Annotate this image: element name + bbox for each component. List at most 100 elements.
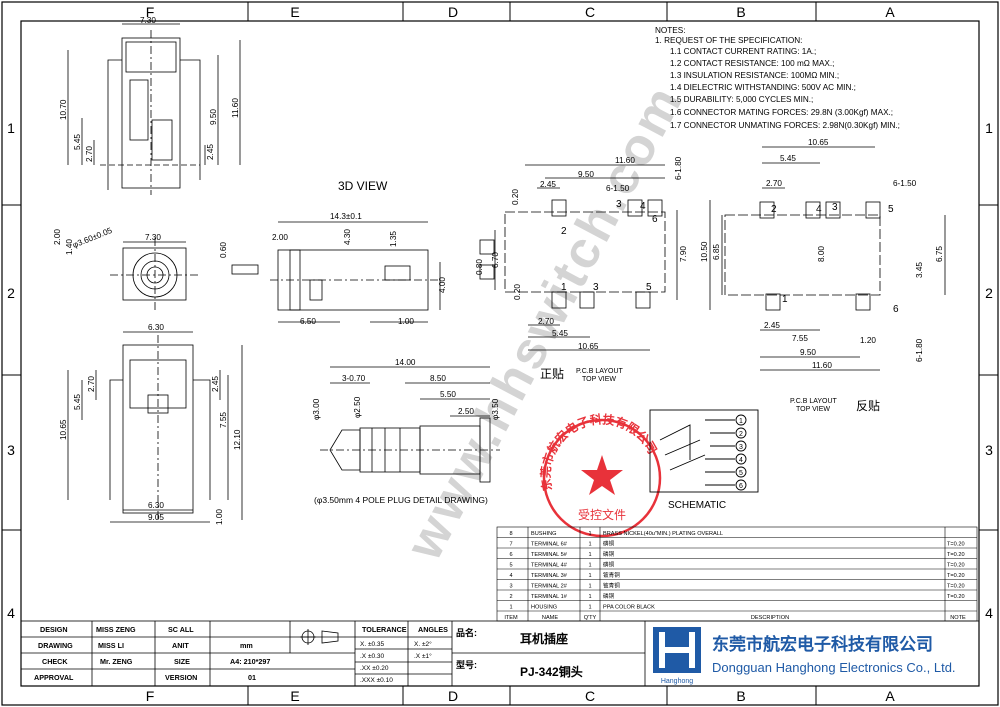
pcb-front-drawing	[479, 164, 678, 351]
tb-tol-row-3: .XXX ±0.10	[360, 677, 393, 684]
pcb-back-en1: P.C.B LAYOUT	[790, 398, 838, 405]
dim-pf-6150: 6-1.50	[606, 184, 630, 193]
bom-cell-desc: 磷铜	[603, 561, 615, 569]
bom-cell-note: T=0.20	[947, 594, 965, 600]
plug-drawing	[320, 366, 500, 483]
dim-pf-080: 0.80	[475, 259, 484, 275]
dim-pb-1050: 10.50	[700, 241, 709, 262]
col-label-d: D	[448, 4, 458, 20]
bom-header-0: ITEM	[504, 615, 518, 621]
tb-drawing-key: DRAWING	[38, 641, 73, 650]
dim-pf-1160: 11.60	[615, 156, 635, 165]
note-line-3: 1.3 INSULATION RESISTANCE: 100MΩ MIN.;	[670, 71, 839, 80]
bom-cell-name: TERMINAL 5#	[531, 552, 568, 558]
dim-pb-270: 2.70	[766, 179, 782, 188]
pcb-front-en2: TOP VIEW	[582, 376, 616, 383]
bom-cell-desc: PPA COLOR BLACK	[603, 605, 655, 611]
dim-pf-270: 2.70	[538, 317, 554, 326]
dim-side-135: 1.35	[389, 231, 398, 247]
pcb-back-drawing	[709, 146, 946, 371]
dim-top-h5: 11.60	[231, 98, 240, 118]
tb-version-key: VERSION	[165, 673, 197, 682]
company-seal: 东莞市航宏电子科技有限公司 受控文件	[538, 411, 662, 538]
col-label-f: F	[146, 4, 155, 20]
dim-bot-755: 7.55	[219, 412, 228, 428]
dim-front-width: 7.30	[145, 233, 161, 242]
dim-pf-020b: 0.20	[513, 284, 522, 300]
dim-plug-850: 8.50	[430, 374, 446, 383]
dim-pb-800: 8.00	[817, 246, 826, 262]
bom-cell-item: 8	[509, 531, 512, 537]
dim-pb-755: 7.55	[792, 334, 808, 343]
row-label-4: 4	[7, 605, 15, 621]
label-3d-view: 3D VIEW	[338, 179, 388, 193]
note-line-1: 1.1 CONTACT CURRENT RATING: 1A.;	[670, 47, 816, 56]
tb-ang-row-0: X. ±2°	[414, 640, 432, 648]
dim-top-width: 7.30	[140, 16, 156, 25]
tb-name-key: 品名:	[456, 627, 477, 638]
tb-check-value: Mr. ZENG	[100, 657, 133, 666]
note-line-7: 1.7 CONNECTOR UNMATING FORCES: 2.98N(0.3…	[670, 121, 900, 130]
pin-front-label-4: 4	[640, 201, 646, 212]
note-line-2: 1.2 CONTACT RESISTANCE: 100 mΩ MAX.;	[670, 59, 834, 68]
pin-front-label-1: 1	[561, 282, 567, 293]
dim-bot-905: 9.05	[148, 513, 164, 522]
logo-text: Hanghong	[661, 678, 693, 685]
dim-pb-120: 1.20	[860, 336, 876, 345]
tb-unit-key: ANIT	[172, 641, 189, 650]
top-view-drawing	[67, 23, 241, 195]
dim-bot-1210: 12.10	[233, 429, 242, 450]
bom-cell-note: T=0.20	[947, 552, 965, 558]
notes-block: NOTES: 1. REQUEST OF THE SPECIFICATION: …	[655, 26, 900, 130]
dim-plug-d350: φ3.50	[491, 398, 500, 420]
tb-scale-key: SC ALL	[168, 625, 194, 634]
bom-cell-item: 3	[509, 584, 512, 590]
bom-cell-name: BUSHING	[531, 531, 557, 537]
note-line-5: 1.5 DURABILITY: 5,000 CYCLES MIN.;	[670, 95, 813, 104]
pin-back-label-6: 6	[893, 304, 899, 315]
pin-back-label-4: 4	[816, 204, 822, 215]
dim-plug-d250: φ2.50	[353, 396, 362, 418]
bom-cell-note: T=0.20	[947, 584, 965, 590]
dim-front-2: 2.00	[53, 229, 62, 245]
bom-cell-qty: 1	[588, 531, 591, 537]
bom-cell-desc: 铍青铜	[603, 571, 620, 579]
dim-side-len: 14.3±0.1	[330, 212, 362, 221]
bom-cell-note: T=0.20	[947, 542, 965, 548]
schematic-label: SCHEMATIC	[668, 500, 726, 511]
pin-back-label-2: 2	[771, 204, 777, 215]
bom-cell-name: TERMINAL 6#	[531, 542, 568, 548]
col-label-e: E	[290, 4, 299, 20]
schematic-drawing	[649, 409, 759, 493]
dim-pf-6180: 6-1.80	[674, 156, 683, 180]
pin-back-label-1: 1	[782, 294, 788, 305]
tb-part-value: PJ-342铜头	[520, 664, 583, 679]
dim-top-h6: 2.45	[206, 144, 215, 160]
tb-tol-row-2: .XX ±0.20	[360, 665, 389, 672]
bom-cell-item: 1	[509, 605, 512, 611]
schematic-pin-3: 3	[739, 444, 743, 451]
bom-cell-name: TERMINAL 2#	[531, 584, 568, 590]
bom-header-2: Q'TY	[584, 615, 597, 621]
dim-side-400: 4.00	[438, 277, 447, 293]
schematic-pin-6: 6	[739, 483, 743, 490]
dim-pf-245: 2.45	[540, 180, 556, 189]
dim-pf-545: 5.45	[552, 329, 568, 338]
dim-side-650: 6.50	[300, 317, 316, 326]
col-label-e-bottom: E	[290, 688, 299, 704]
schematic-pin-4: 4	[739, 457, 743, 464]
dim-bot-100: 1.00	[215, 509, 224, 525]
company-logo: Hanghong	[653, 627, 701, 685]
row-label-1: 1	[7, 120, 15, 136]
col-label-c-bottom: C	[585, 688, 595, 704]
tb-tolerance-key: TOLERANCE	[362, 625, 407, 634]
bom-cell-name: TERMINAL 1#	[531, 594, 568, 600]
dim-top-h1: 10.70	[59, 99, 68, 120]
dim-front-dia: φ3.60±0.05	[71, 226, 113, 250]
tb-tol-row-0: X. ±0.35	[360, 641, 385, 648]
pin-front-label-2: 2	[561, 226, 567, 237]
title-block	[20, 620, 980, 687]
tb-drawing-value: MISS LI	[98, 641, 124, 650]
bom-cell-name: TERMINAL 3#	[531, 573, 568, 579]
dim-pf-1065: 10.65	[578, 342, 599, 351]
